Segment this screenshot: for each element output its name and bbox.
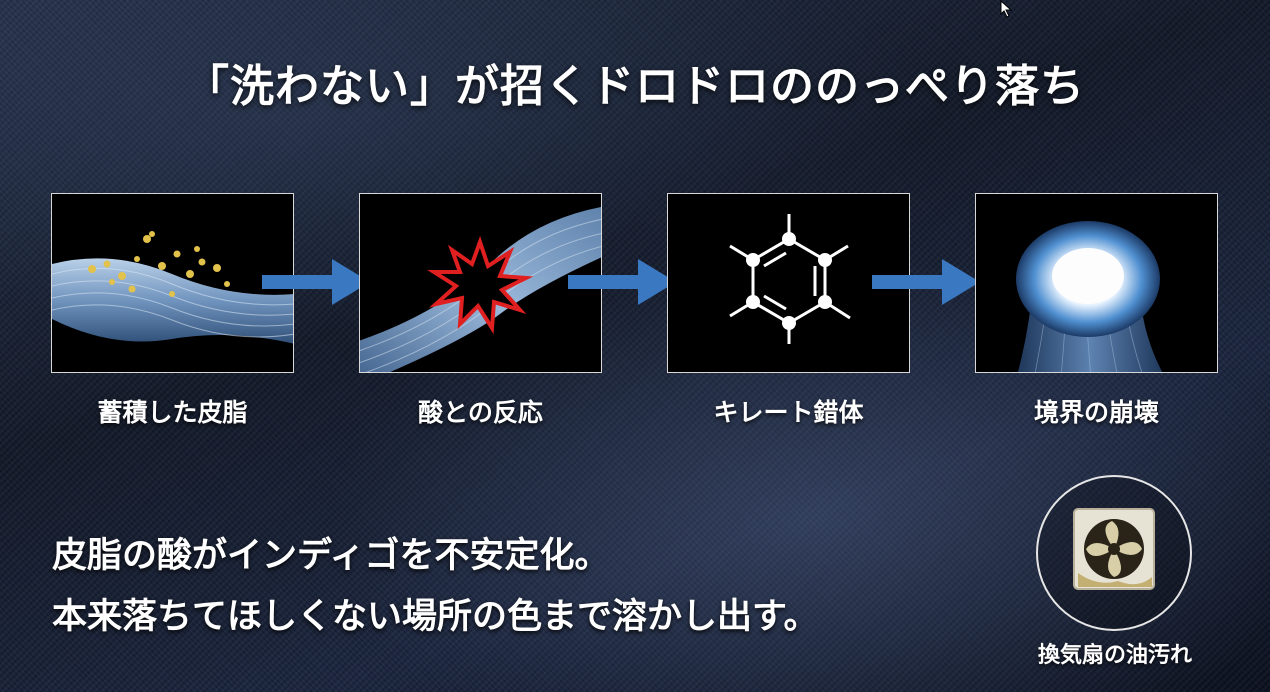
body-line-1: 皮脂の酸がインディゴを不安定化。 <box>52 536 610 576</box>
arrow-right-icon <box>872 259 980 305</box>
step-4-image <box>975 193 1218 373</box>
greasy-fan-icon <box>1073 508 1155 590</box>
dissolved-fiber-icon <box>1016 221 1163 372</box>
step-4-label: 境界の崩壊 <box>1033 398 1159 427</box>
step-1-label: 蓄積した皮脂 <box>97 398 248 427</box>
page-title: 「洗わない」が招くドロドロののっぺり落ち <box>185 61 1085 112</box>
step-3-image <box>667 193 910 373</box>
mouse-cursor-icon <box>1000 0 1013 18</box>
fan-badge <box>1036 475 1192 631</box>
step-2-image <box>359 193 602 373</box>
body-line-2: 本来落ちてほしくない場所の色まで溶かし出す。 <box>52 597 819 637</box>
fan-caption: 換気扇の油汚れ <box>1037 643 1192 668</box>
acid-reaction-burst-icon <box>360 207 601 372</box>
arrow-right-icon <box>262 259 370 305</box>
step-3-label: キレート錯体 <box>713 398 864 427</box>
chelate-ring-icon <box>729 214 851 344</box>
step-2-label: 酸との反応 <box>418 398 543 427</box>
fiber-with-sebum-icon <box>52 231 293 344</box>
arrow-right-icon <box>568 259 676 305</box>
step-1-image <box>51 193 294 373</box>
